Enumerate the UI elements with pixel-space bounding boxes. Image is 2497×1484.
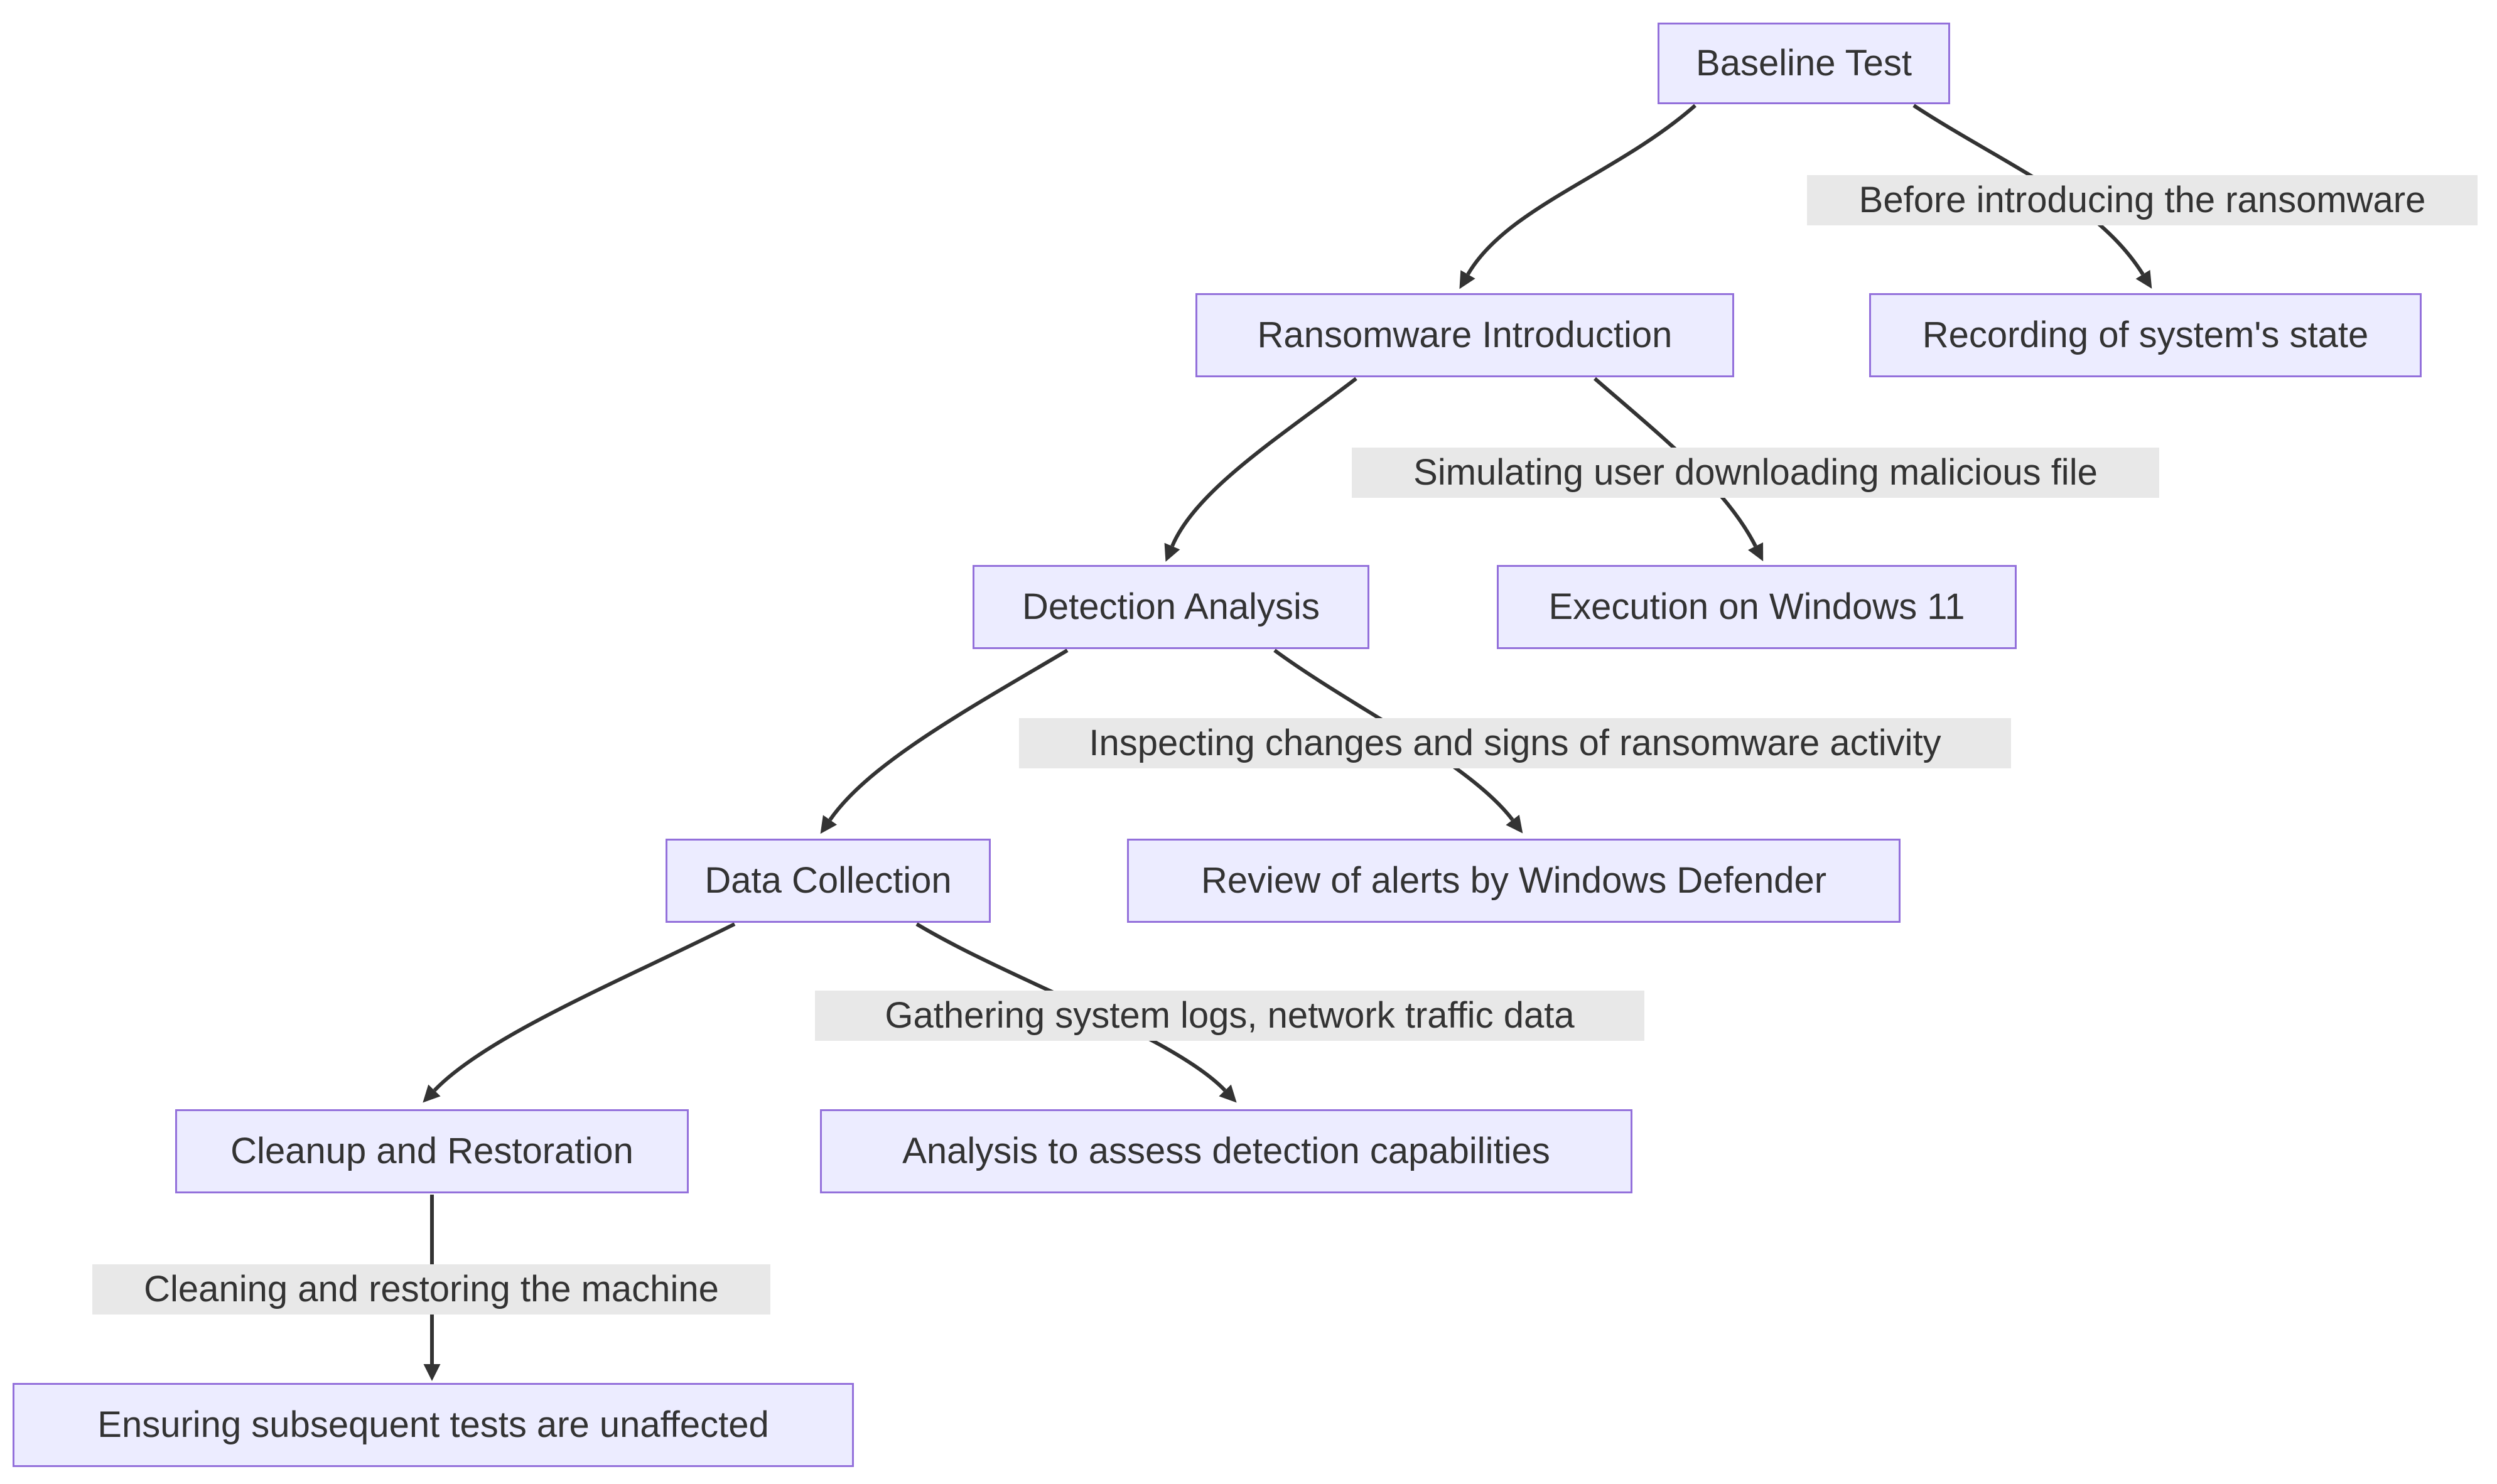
edge-data-collection-to-cleanup xyxy=(423,922,736,1103)
node-recording-of-systems-state: Recording of system's state xyxy=(1869,293,2422,377)
edge-label-cleaning-and-restoring: Cleaning and restoring the machine xyxy=(92,1264,770,1315)
node-data-collection: Data Collection xyxy=(666,839,991,923)
edge-ransomware-introduction-to-detection-analysis xyxy=(1164,377,1357,562)
edge-label-before-introducing-ransomware: Before introducing the ransomware xyxy=(1807,175,2478,225)
edge-baseline-to-ransomware-introduction xyxy=(1459,104,1696,289)
node-execution-on-windows-11: Execution on Windows 11 xyxy=(1497,565,2017,649)
edge-label-gathering-system-logs: Gathering system logs, network traffic d… xyxy=(815,991,1644,1041)
node-review-of-alerts-by-windows-defender: Review of alerts by Windows Defender xyxy=(1127,839,1901,923)
node-cleanup-and-restoration: Cleanup and Restoration xyxy=(175,1109,689,1193)
node-baseline-test: Baseline Test xyxy=(1658,23,1950,104)
node-ensuring-subsequent-tests-are-unaffected: Ensuring subsequent tests are unaffected xyxy=(13,1383,854,1467)
edge-label-simulating-user-downloading: Simulating user downloading malicious fi… xyxy=(1352,448,2159,498)
node-ransomware-introduction: Ransomware Introduction xyxy=(1195,293,1734,377)
node-analysis-to-assess-detection-capabilities: Analysis to assess detection capabilitie… xyxy=(820,1109,1632,1193)
edge-detection-analysis-to-data-collection xyxy=(820,648,1069,834)
edge-label-inspecting-changes: Inspecting changes and signs of ransomwa… xyxy=(1019,718,2011,768)
node-detection-analysis: Detection Analysis xyxy=(973,565,1369,649)
